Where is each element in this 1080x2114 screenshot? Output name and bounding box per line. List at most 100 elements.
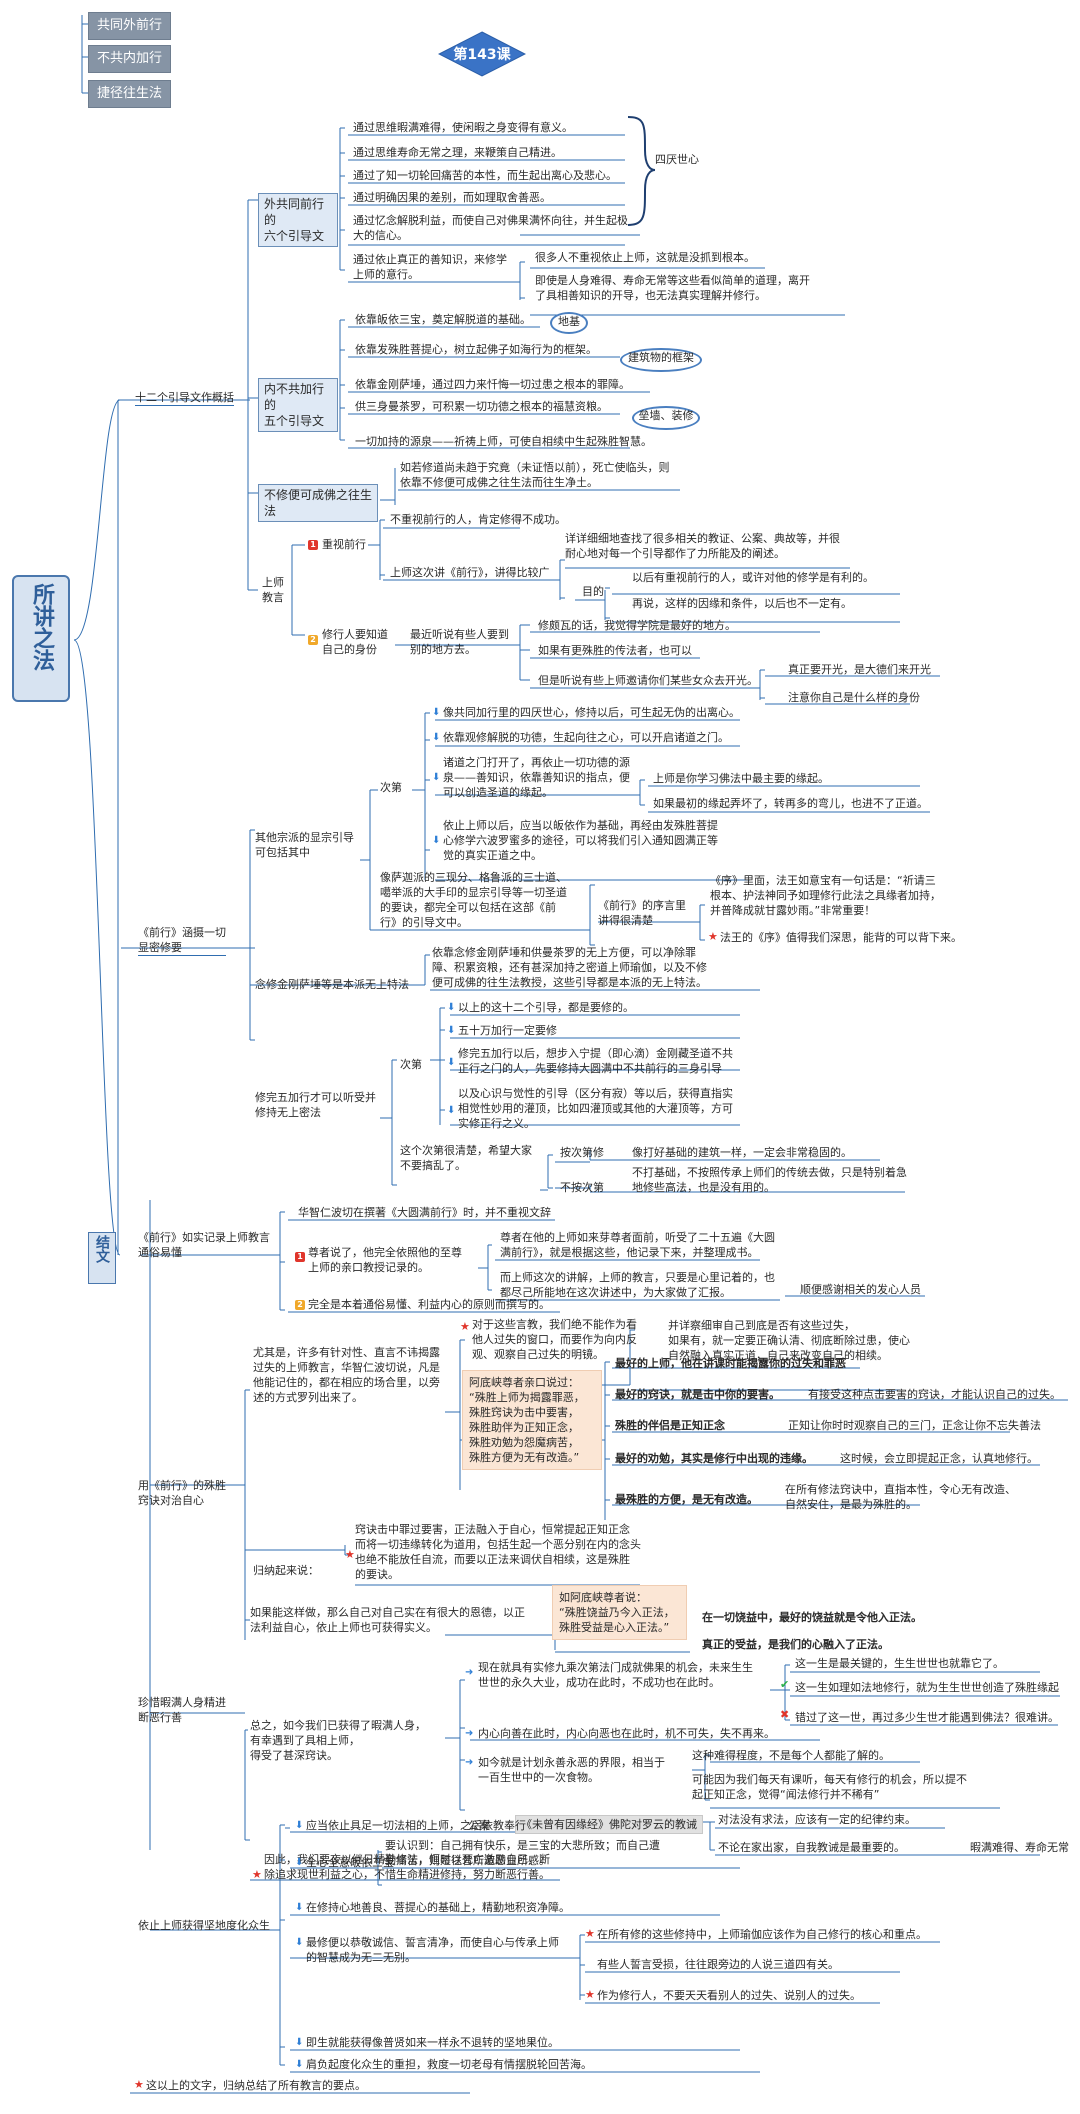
s5-gong: 公案 bbox=[468, 1819, 490, 1832]
guru-p1b2: 以后有重视前行的人，或许对他的修学是有利的。 bbox=[632, 571, 874, 584]
arrow-icon: ⬇ bbox=[432, 707, 441, 718]
tab-bugong[interactable]: 不共内加行 bbox=[88, 45, 172, 73]
s2-c2: 依靠观修解脱的功德，生起向往之心，可以开启诸道之门。 bbox=[443, 731, 729, 744]
s4-q5: 最殊胜的方便，是无有改造。 bbox=[615, 1493, 758, 1506]
outer-guru-2: 即使是人身难得、寿命无常等这些看似简单的道理，离开 了具相善知识的开导，也无法真… bbox=[535, 274, 810, 302]
s4-star1a: 并详察细审自己到底是否有这些过失， 如果有，就一定要正确认清、彻底断除过患，使心… bbox=[668, 1319, 910, 1362]
star-icon: ★ bbox=[252, 1868, 262, 1881]
arrow-icon: ⬇ bbox=[432, 732, 441, 743]
s4-q3: 殊胜的伴侣是正知正念 bbox=[615, 1419, 725, 1432]
tag-walls: 垒墙、装修 bbox=[632, 406, 700, 430]
arrow-icon: ⬇ bbox=[295, 2037, 304, 2048]
s4-q5a: 在所有修法窍诀中，直指本性，令心无有改造、 自然安住，是最为殊胜的。 bbox=[785, 1483, 1016, 1511]
s6-i4a: 在所有修的这些修持中，上师瑜伽应该作为自己修行的核心和重点。 bbox=[597, 1928, 927, 1941]
outer-item-6: 通过依止真正的善知识，来修学 上师的意行。 bbox=[353, 253, 507, 281]
s4-if: 如果能这样做，那么自己对自己实在有很大的恩德，以正 法利益自心，依止上师也可获得… bbox=[250, 1606, 525, 1634]
branch-record: 《前行》如实记录上师教言 通俗易懂 bbox=[138, 1231, 270, 1259]
outer-item-2: 通过思维寿命无常之理，来鞭策自己精进。 bbox=[353, 146, 562, 159]
tab-gongtong[interactable]: 共同外前行 bbox=[88, 12, 172, 40]
atisha-quote-2: 如阿底峡尊者说： “殊胜饶益乃今入正法， 殊胜受益是心入正法。” bbox=[552, 1585, 687, 1640]
guru-p2a: 最近听说有些人要到 别的地方去。 bbox=[410, 628, 509, 656]
s4-q4: 最好的劝勉，其实是修行中出现的违缘。 bbox=[615, 1452, 813, 1465]
s4-q6a: 在一切饶益中，最好的饶益就是令他入正法。 bbox=[702, 1611, 922, 1624]
s5-intro: 总之，如今我们已获得了暇满人身， 有幸遇到了具相上师， 得受了甚深窍诀。 bbox=[250, 1719, 426, 1762]
arrow-icon: ⬇ bbox=[447, 1025, 456, 1036]
outer-item-4: 通过明确因果的差别，而如理取舍善恶。 bbox=[353, 191, 551, 204]
s2-preface-2: 法王的《序》值得我们深思，能背的可以背下来。 bbox=[720, 931, 962, 944]
s2-c1: 像共同加行里的四厌世心，修持以后，可生起无伪的出离心。 bbox=[443, 706, 740, 719]
arrow-icon: ⬇ bbox=[447, 1002, 456, 1013]
branch-encompass: 《前行》涵摄一切 显密修要 bbox=[138, 926, 226, 956]
inner-item-1: 依靠皈依三宝，奠定解脱道的基础。 bbox=[355, 313, 531, 326]
arrow-icon: ➜ bbox=[465, 1728, 474, 1739]
no-cultivate-box: 不修便可成佛之往生法 bbox=[258, 484, 378, 522]
arrow-icon: ⬇ bbox=[447, 1057, 456, 1068]
s6-i6: 肩负起度化众生的重担，救度一切老母有情摆脱轮回苦海。 bbox=[306, 2058, 592, 2071]
nofree-text: 如若修道尚未趋于究竟（未证悟以前），死亡使临头，则 依靠不修便可成佛之往生法而往… bbox=[400, 461, 670, 489]
s2-w2: 五十万加行一定要修 bbox=[458, 1024, 557, 1037]
inner-five-box: 内不共加行的 五个引导文 bbox=[258, 378, 338, 432]
s5-r3a: 这种难得程度，不是每个人都能了解的。 bbox=[692, 1749, 890, 1762]
s4-intro: 尤其是，许多有针对性、直言不讳揭露 过失的上师教言，华智仁波切说，凡是 他能记住… bbox=[253, 1346, 440, 1404]
s5-end: 因此，我们要夜以继日精勤修法，恒时以死亡激励自己，断 除追求现世利益之心，不惜生… bbox=[264, 1853, 550, 1881]
inner-item-5: 一切加持的源泉——祈祷上师，可使自相续中生起殊胜智慧。 bbox=[355, 435, 652, 448]
s4-q2a: 有接受这种点击要害的窍诀，才能认识自己的过失。 bbox=[808, 1388, 1061, 1401]
s2-wu: 修完五加行才可以听受并 修持无上密法 bbox=[255, 1091, 376, 1119]
s5-r2: 内心向善在此时，内心向恶也在此时，机不可失，失不再来。 bbox=[478, 1727, 775, 1740]
s5-g2: 不论在家出家，自我教诫是最重要的。 bbox=[718, 1841, 905, 1854]
cross-icon: ✖ bbox=[780, 1708, 790, 1721]
s4-sum1: 窍诀击中罪过要害，正法融入于自心，恒常提起正知正念 而将一切违缘转化为道用，包括… bbox=[355, 1523, 641, 1581]
arrow-icon: ⬇ bbox=[295, 2059, 304, 2070]
s4-sum: 归纳起来说： bbox=[253, 1564, 319, 1577]
inner-item-2: 依靠发殊胜菩提心，树立起佛子如海行为的框架。 bbox=[355, 343, 597, 356]
num-2-icon: 2 bbox=[308, 635, 318, 645]
num-1-icon: 1 bbox=[295, 1252, 305, 1262]
guru-p1b: 上师这次讲《前行》，讲得比较广 bbox=[390, 566, 550, 579]
s5-g2a: 暇满难得、寿命无常 bbox=[970, 1841, 1069, 1854]
branch-twelve: 十二个引导文作概括 bbox=[135, 391, 234, 406]
s3-b2a: 顺便感谢相关的发心人员 bbox=[800, 1283, 921, 1296]
s3-b1: 尊者在他的上师如来芽尊者面前，听受了二十五遍《大圆 满前行》，就是根据这些，他记… bbox=[500, 1231, 775, 1259]
s6-i5: 即生就能获得像普贤如来一样永不退转的坚地果位。 bbox=[306, 2036, 559, 2049]
four-renunciation: 四厌世心 bbox=[655, 153, 699, 166]
main-title-text: 所讲之法 bbox=[29, 583, 54, 671]
s2-w5: 这个次第很清楚，希望大家 不要搞乱了。 bbox=[400, 1144, 532, 1172]
s6-i4: 最修便以恭敬诚信、誓言清净，而使自心与传承上师 的智慧成为无二无别。 bbox=[306, 1936, 559, 1964]
s5-r3b: 可能因为我们每天有课听，每天有修行的机会，所以提不 起正知正念，觉得“闻法修行并… bbox=[692, 1773, 967, 1801]
guru-p2a2: 如果有更殊胜的传法者，也可以 bbox=[538, 644, 692, 657]
s6-i3: 在修持心地善良、菩提心的基础上，精勤地积资净障。 bbox=[306, 1901, 570, 1914]
guru-p2a1: 修颇瓦的话，我觉得学院是最好的地方。 bbox=[538, 619, 736, 632]
s2-mi-1: 依靠念修金刚萨埵和供曼茶罗的无上方便，可以净除罪 障、积累资粮，还有甚深加持之密… bbox=[432, 946, 707, 989]
s6-i1: 应当依止具足一切法相的上师，之后依教奉行 bbox=[306, 1819, 526, 1832]
branch-guru-ground: 依止上师获得坚地度化众生 bbox=[138, 1919, 270, 1932]
arrow-icon: ⬇ bbox=[295, 1902, 304, 1913]
num-2-icon: 2 bbox=[295, 1300, 305, 1310]
guru-p2a3b: 注意你自己是什么样的身份 bbox=[788, 691, 920, 704]
star-icon: ★ bbox=[585, 1988, 595, 2001]
main-title: 所讲之法 bbox=[12, 575, 70, 702]
s3-b: 尊者说了，他完全依照他的至尊 上师的亲口教授记录的。 bbox=[308, 1246, 462, 1274]
check-icon: ✔ bbox=[780, 1678, 790, 1691]
s5-r1b: 这一生如理如法地修行，就为生生世世创造了殊胜缘起 bbox=[795, 1681, 1059, 1694]
s2-w5a1: 像打好基础的建筑一样，一定会非常稳固的。 bbox=[632, 1146, 852, 1159]
s2-w3: 修完五加行以后，想步入宁提（即心滴）金刚藏圣道不共 正行之门的人，先要修持大圆满… bbox=[458, 1047, 733, 1075]
num-1-icon: 1 bbox=[308, 540, 318, 550]
s6-i2a: 要认识到：自己拥有快乐，是三宝的大悲所致；而自己遭 受痛苦，则是往昔所造恶业所感… bbox=[385, 1839, 660, 1867]
s5-r1a: 这一生是最关键的，生生世世也就靠它了。 bbox=[795, 1657, 1004, 1670]
guru-p2a3a: 真正要开光，是大德们来开光 bbox=[788, 663, 931, 676]
s2-w5b1: 不打基础，不按照传承上师们的传统去做，只是特别着急 地修些高法，也是没有用的。 bbox=[632, 1166, 907, 1194]
guru-p2: 修行人要知道 自己的身份 bbox=[322, 628, 388, 656]
s2-mi: 念修金刚萨埵等是本派无上特法 bbox=[255, 978, 409, 991]
inner-item-3: 依靠金刚萨埵，通过四力来忏悔一切过患之根本的罪障。 bbox=[355, 378, 630, 391]
s3-c: 完全是本着通俗易懂、利益内心的原则而撰写的。 bbox=[308, 1298, 550, 1311]
tag-framework: 建筑物的框架 bbox=[620, 348, 702, 372]
star-icon: ★ bbox=[134, 2078, 144, 2091]
s2-c3a: 上师是你学习佛法中最主要的缘起。 bbox=[653, 772, 829, 785]
s2-w1: 以上的这十二个引导，都是要修的。 bbox=[458, 1001, 634, 1014]
s6-i2: 全心全意皈依三宝 bbox=[306, 1856, 394, 1869]
s4-q6b: 真正的受益，是我们的心融入了正法。 bbox=[702, 1638, 889, 1651]
s2-preface-1: 《序》里面，法王如意宝有一句话是：“祈请三 根本、护法神同予如理修行此法之具缘者… bbox=[710, 874, 941, 917]
tab-jiejing[interactable]: 捷径往生法 bbox=[88, 80, 172, 108]
arrow-icon: ➜ bbox=[465, 1757, 474, 1768]
tag-foundation: 地基 bbox=[550, 312, 588, 334]
